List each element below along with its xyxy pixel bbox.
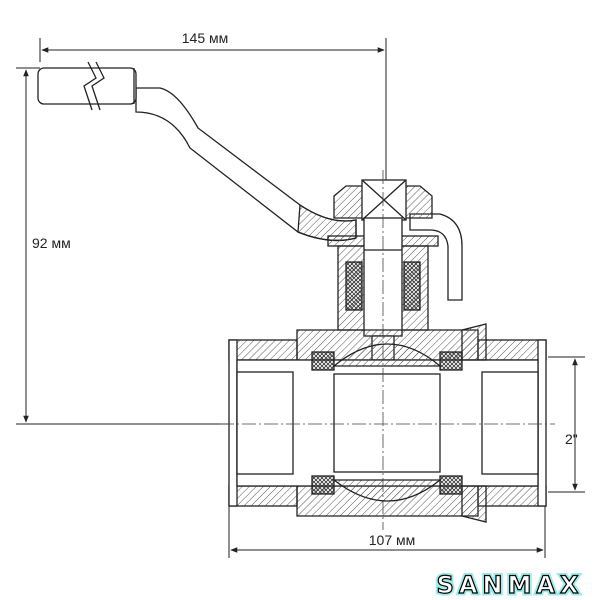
dimension-length [228,504,546,558]
stop-lever [409,213,463,301]
dimension-width [39,38,387,190]
dimension-thread-label: 2" [565,431,578,447]
valve-body [228,323,547,523]
brand-logo: SANMAX SANMAX [434,569,584,600]
dimension-height [16,67,230,425]
dimension-length-label: 107 мм [369,532,416,548]
dimension-thread [548,356,585,493]
brand-logo-glow: SANMAX [437,571,584,599]
dimension-height-label: 92 мм [32,235,71,251]
brand-logo-text: SANMAX [437,571,584,599]
dimension-width-label: 145 мм [182,30,229,46]
centerlines [220,170,555,530]
handle [37,61,357,242]
